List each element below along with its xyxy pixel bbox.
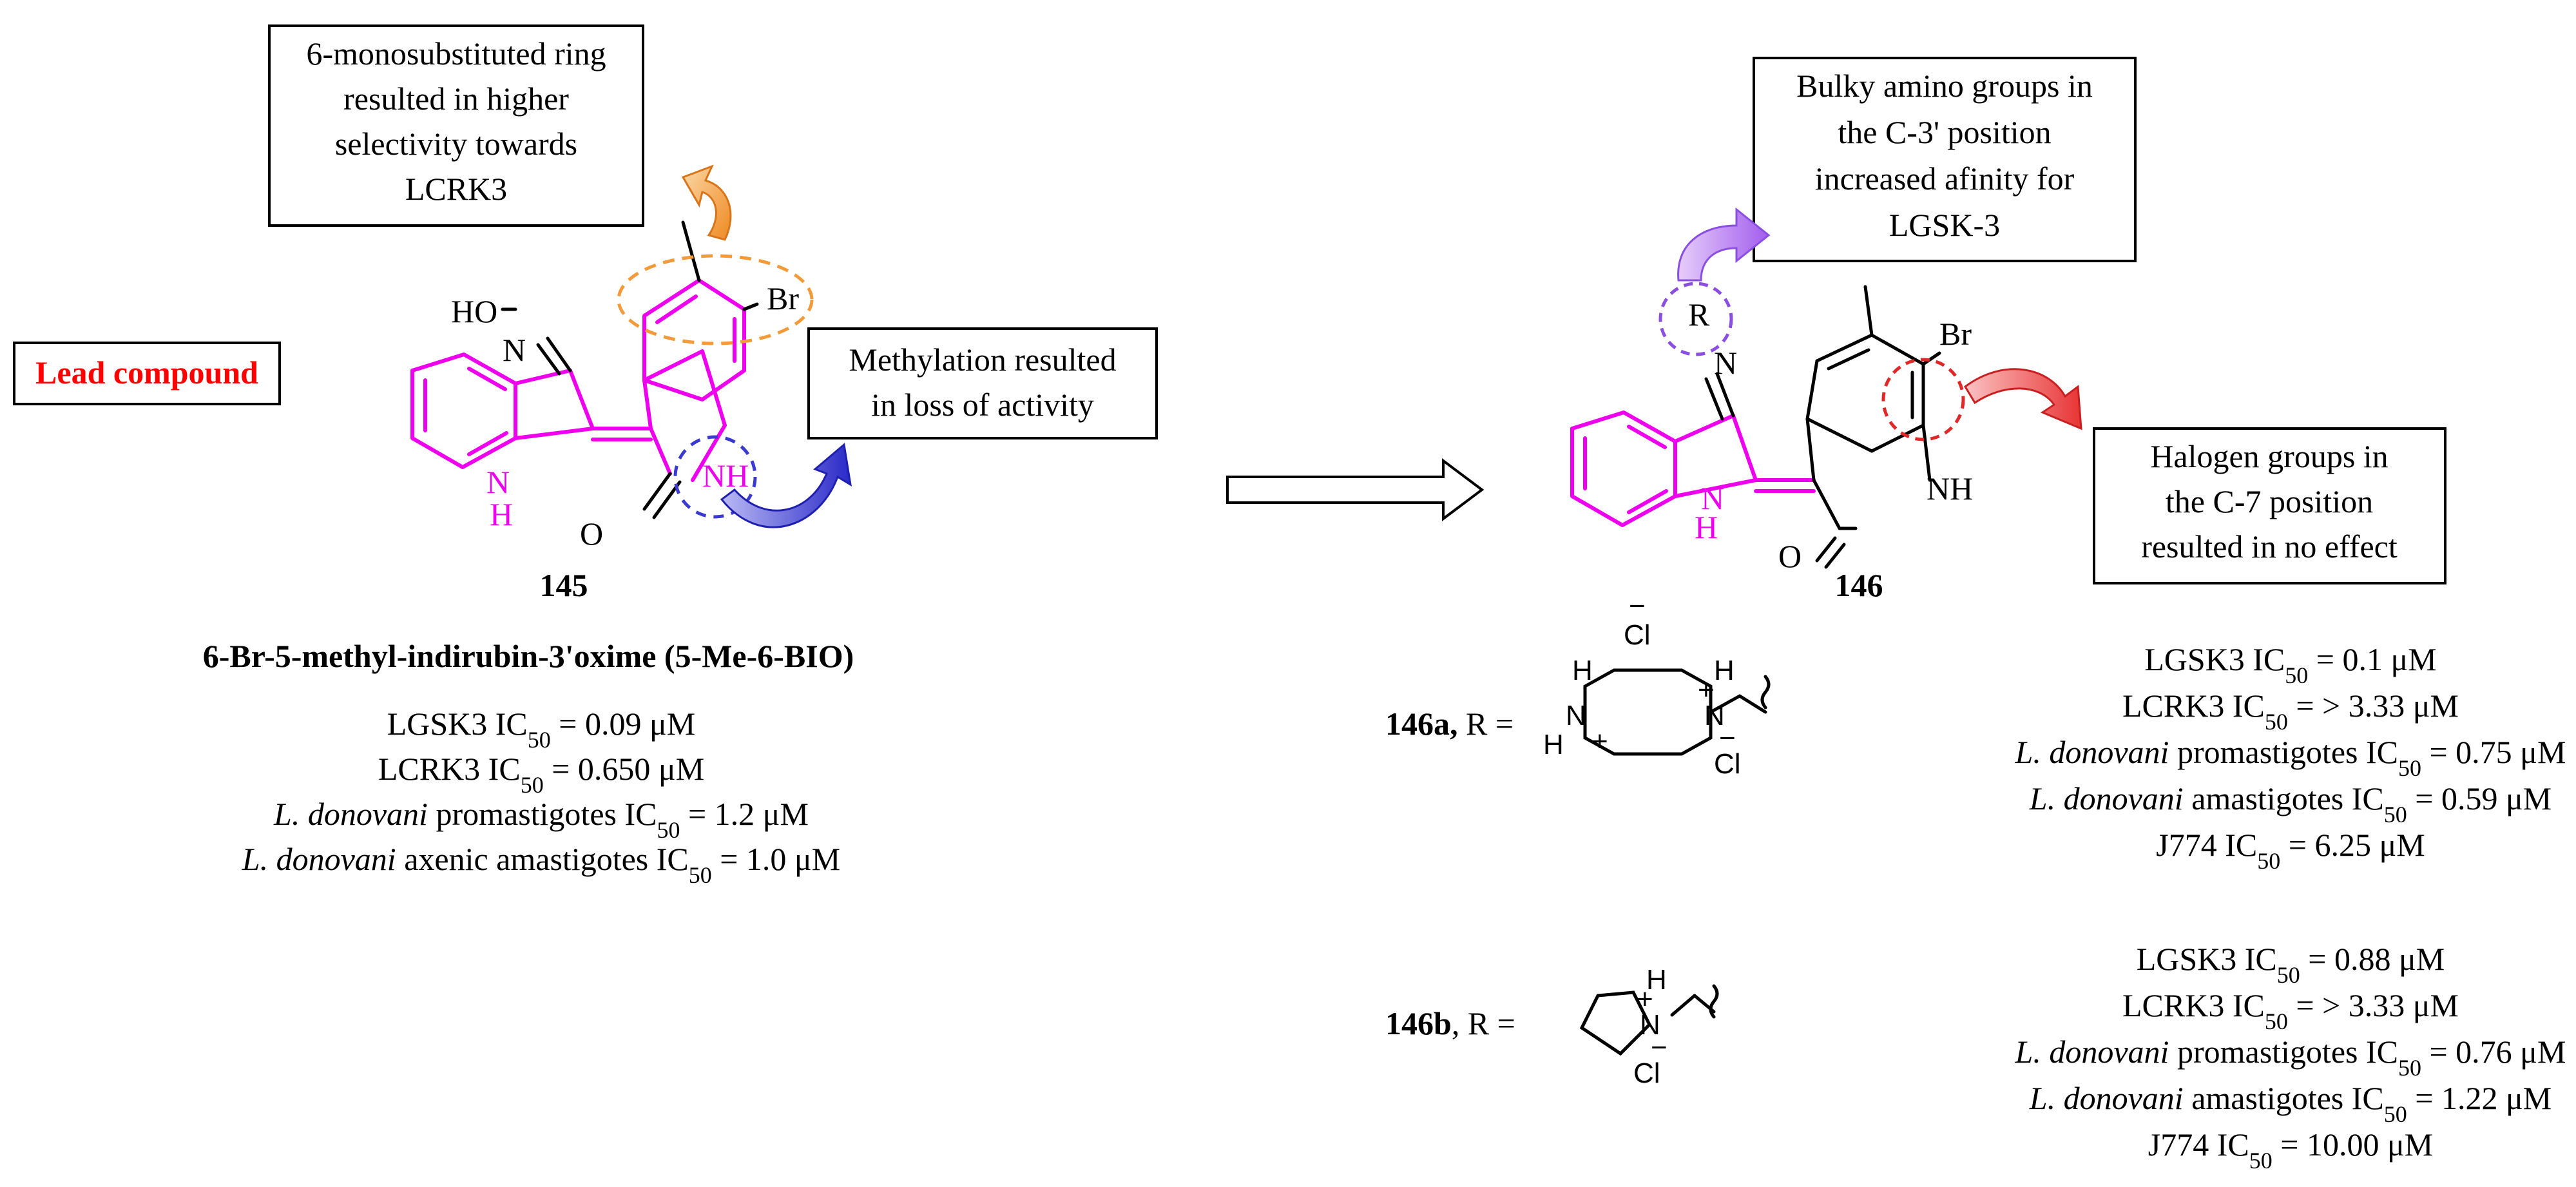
activity-line: L. donovani amastigotes IC50 = 0.59 μM bbox=[2029, 780, 2552, 827]
atom-h: H bbox=[1695, 509, 1718, 545]
atom-n: N bbox=[503, 332, 526, 368]
activity-line: L. donovani amastigotes IC50 = 1.22 μM bbox=[2029, 1080, 2552, 1127]
atom-n: N bbox=[1714, 345, 1737, 381]
atom-h: H bbox=[1714, 655, 1735, 686]
atom-ho: HO bbox=[451, 293, 497, 329]
atom-h: H bbox=[1572, 655, 1593, 686]
annotation-bulky-amino: Bulky amino groups in the C-3' position … bbox=[1753, 57, 2137, 262]
lead-compound-label: Lead compound bbox=[35, 354, 258, 391]
atom-cl: Cl bbox=[1624, 619, 1651, 651]
activity-line: L. donovani promastigotes IC50 = 1.2 μM bbox=[273, 796, 809, 843]
compound-145-number: 145 bbox=[540, 567, 588, 603]
atom-nh: NH bbox=[1927, 470, 1973, 507]
annotation-line: the C-3' position bbox=[1838, 114, 2051, 150]
annotation-line: Halogen groups in bbox=[2150, 438, 2388, 474]
structure-146: R N Br N H NH O bbox=[1570, 207, 2082, 574]
annotation-line: 6-monosubstituted ring bbox=[306, 35, 606, 72]
compound-146-number: 146 bbox=[1835, 567, 1883, 603]
charge-plus: + bbox=[1698, 674, 1715, 706]
highlight-nh-circle bbox=[673, 435, 757, 519]
annotation-halogen: Halogen groups in the C-7 position resul… bbox=[2093, 427, 2446, 584]
activity-line: J774 IC50 = 10.00 μM bbox=[2148, 1126, 2433, 1173]
lead-compound-box: Lead compound bbox=[13, 342, 281, 405]
annotation-line: resulted in higher bbox=[343, 81, 569, 117]
highlight-r-circle bbox=[1658, 282, 1733, 356]
red-arrow bbox=[1964, 368, 2082, 430]
atom-nh: NH bbox=[702, 458, 749, 494]
atom-n: N bbox=[486, 464, 510, 500]
atom-cl: Cl bbox=[1714, 748, 1741, 780]
activity-line: LGSK3 IC50 = 0.88 μM bbox=[2137, 941, 2445, 988]
activity-line: LCRK3 IC50 = > 3.33 μM bbox=[2122, 688, 2459, 735]
annotation-line: increased afinity for bbox=[1815, 160, 2075, 197]
atom-n: N bbox=[1701, 480, 1724, 516]
annotation-line: in loss of activity bbox=[871, 387, 1094, 423]
orange-arrow bbox=[681, 164, 732, 241]
activity-line: LGSK3 IC50 = 0.09 μM bbox=[387, 706, 696, 753]
charge-minus: − bbox=[1629, 590, 1646, 622]
annotation-line: Methylation resulted bbox=[849, 342, 1116, 378]
atom-n: N bbox=[1640, 1009, 1660, 1041]
activity-line: LGSK3 IC50 = 0.1 μM bbox=[2144, 641, 2437, 688]
annotation-line: Bulky amino groups in bbox=[1796, 68, 2093, 104]
activity-line: L. donovani promastigotes IC50 = 0.75 μM bbox=[2015, 734, 2566, 781]
blue-arrow bbox=[720, 443, 852, 528]
substituent-146a: 146a, R = Cl − H N + H H N + Cl − bbox=[1385, 590, 1771, 780]
compound-145-name: 6-Br-5-methyl-indirubin-3'oxime (5-Me-6-… bbox=[203, 638, 854, 674]
atom-o: O bbox=[1778, 538, 1802, 574]
activity-line: L. donovani promastigotes IC50 = 0.76 μM bbox=[2015, 1034, 2566, 1081]
atom-n: N bbox=[1566, 700, 1586, 731]
charge-plus: + bbox=[1637, 983, 1653, 1015]
annotation-methylation: Methylation resulted in loss of activity bbox=[807, 327, 1158, 439]
compound-146b-label: 146b, R = bbox=[1385, 1005, 1515, 1041]
atom-o: O bbox=[580, 516, 603, 552]
atom-cl: Cl bbox=[1633, 1057, 1660, 1089]
activity-line: L. donovani axenic amastigotes IC50 = 1.… bbox=[242, 841, 840, 888]
atom-br: Br bbox=[767, 280, 799, 316]
compound-145-activities: LGSK3 IC50 = 0.09 μM LCRK3 IC50 = 0.650 … bbox=[242, 706, 840, 888]
charge-plus: + bbox=[1591, 726, 1608, 757]
purple-arrow bbox=[1677, 207, 1771, 282]
highlight-ring-ellipse bbox=[617, 254, 814, 345]
atom-r: R bbox=[1688, 296, 1710, 333]
charge-minus: − bbox=[1719, 722, 1736, 754]
atom-h: H bbox=[490, 496, 513, 532]
charge-minus: − bbox=[1651, 1032, 1668, 1063]
annotation-line: selectivity towards bbox=[335, 126, 577, 162]
activity-line: LCRK3 IC50 = 0.650 μM bbox=[378, 751, 704, 798]
reaction-arrow bbox=[1226, 458, 1485, 521]
atom-n: N bbox=[1704, 700, 1725, 731]
substituent-146b: 146b, R = H N + Cl − bbox=[1385, 964, 1719, 1089]
activity-line: J774 IC50 = 6.25 μM bbox=[2156, 827, 2425, 874]
atom-br: Br bbox=[1939, 316, 1972, 352]
atom-h: H bbox=[1646, 964, 1667, 996]
annotation-ring-selectivity: 6-monosubstituted ring resulted in highe… bbox=[268, 24, 644, 227]
annotation-line: the C-7 position bbox=[2166, 483, 2373, 519]
compound-146a-activities: LGSK3 IC50 = 0.1 μM LCRK3 IC50 = > 3.33 … bbox=[2015, 641, 2566, 874]
activity-line: LCRK3 IC50 = > 3.33 μM bbox=[2122, 987, 2459, 1034]
annotation-line: LGSK-3 bbox=[1889, 207, 2000, 243]
structure-145: HO N Br N H NH O bbox=[410, 164, 852, 552]
compound-146a-label: 146a, R = bbox=[1385, 706, 1514, 742]
atom-h: H bbox=[1543, 729, 1564, 760]
annotation-line: LCRK3 bbox=[405, 171, 507, 207]
highlight-c7-circle bbox=[1881, 358, 1965, 441]
compound-146b-activities: LGSK3 IC50 = 0.88 μM LCRK3 IC50 = > 3.33… bbox=[2015, 941, 2566, 1173]
annotation-line: resulted in no effect bbox=[2141, 528, 2398, 565]
